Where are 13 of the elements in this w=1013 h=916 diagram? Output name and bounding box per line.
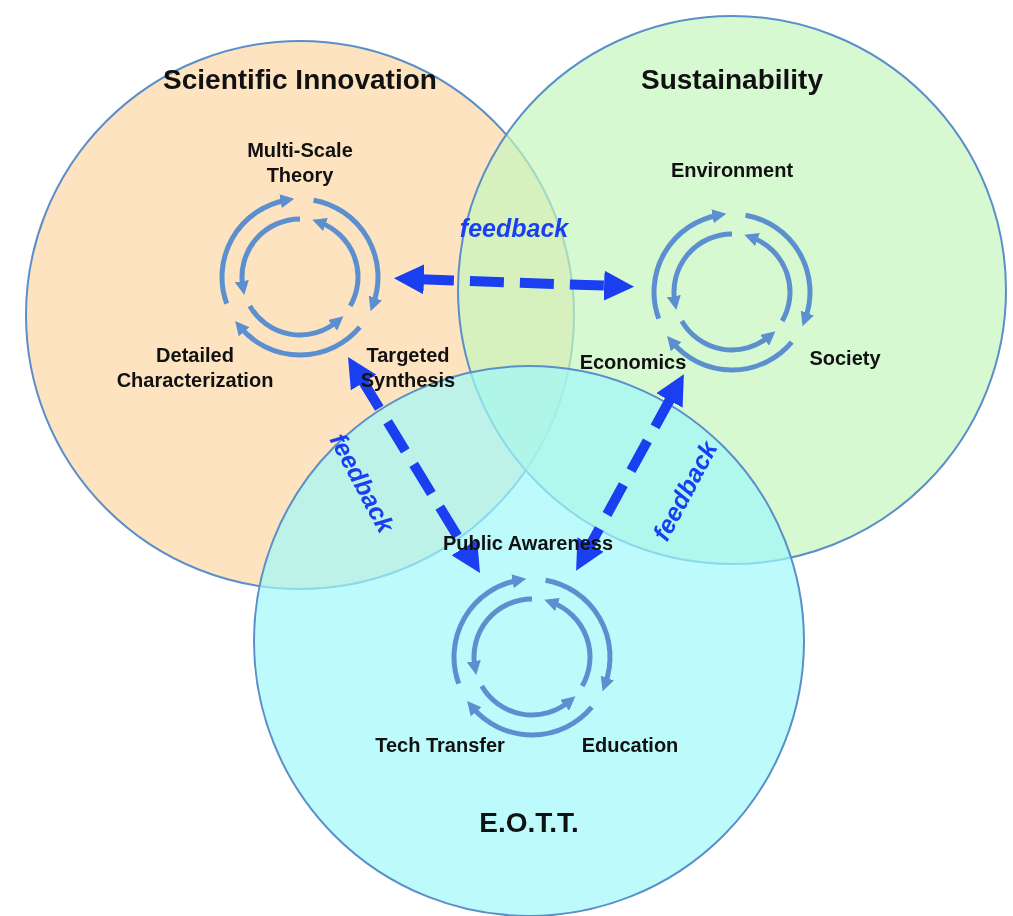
dashed-arrow: [393, 264, 635, 301]
stage-label: Education: [580, 732, 680, 758]
stage-label: Environment: [669, 157, 795, 183]
dashed-arrow: [348, 356, 480, 574]
circle-title: Scientific Innovation: [163, 64, 437, 95]
dashed-arrow: [576, 374, 684, 571]
stage-label: Economics: [578, 349, 688, 375]
circle-title: Sustainability: [640, 64, 823, 95]
stage-label: Multi-Scale Theory: [246, 138, 354, 188]
stage-label: Tech Transfer: [374, 732, 506, 758]
stage-label: Society: [808, 345, 882, 371]
circle-title: E.O.T.T.: [479, 807, 579, 838]
stage-label: Detailed Characterization: [115, 343, 275, 393]
